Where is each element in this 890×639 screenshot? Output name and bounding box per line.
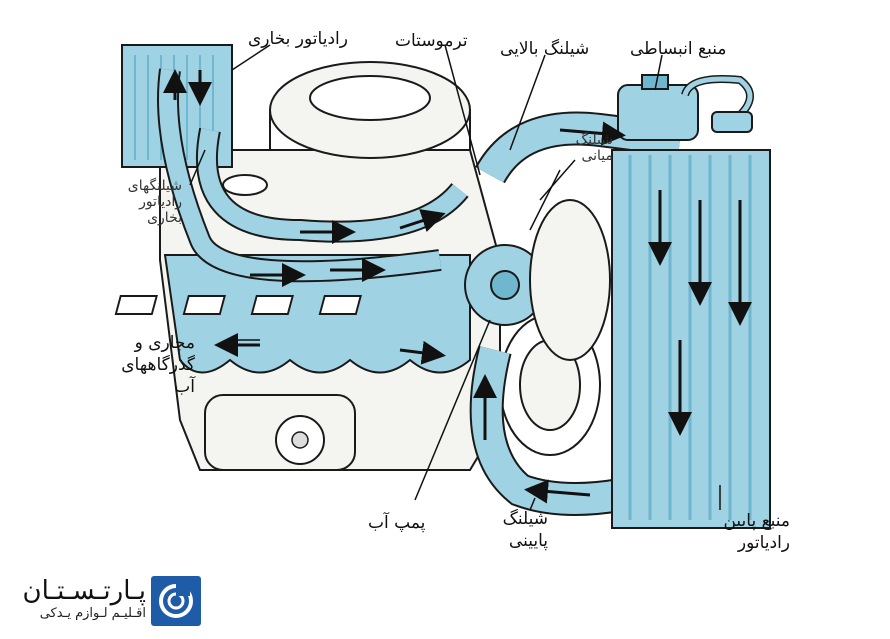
label-heater-radiator: رادیاتور بخاری	[248, 29, 348, 49]
label-lower-hose-line2: پایینی	[508, 531, 548, 551]
lower-hose	[469, 345, 623, 516]
brand-tagline: اقـلیـم لـوازم یـدکی	[39, 606, 146, 621]
label-water-passages-line3: آب	[174, 377, 195, 397]
label-lower-hose-line1: شیلنگ	[502, 509, 548, 529]
label-middle-hose: شیلنگ میانی	[555, 132, 613, 164]
label-water-passages: مجاری و گذرگاههای آب	[95, 332, 195, 398]
label-upper-hose: شیلنگ بالایی	[500, 39, 590, 59]
flow-arrow	[399, 209, 446, 232]
brand-logo-block: پـارتـسـتـان اقـلیـم لـوازم یـدکی	[6, 572, 206, 634]
flow-arrow	[399, 340, 446, 365]
label-water-passages-line2: گذرگاههای	[121, 355, 195, 375]
label-heater-hoses-line1: شیلنگهای	[127, 178, 182, 194]
leader-lines	[189, 44, 721, 511]
label-heater-hoses-line2: رادیاتور	[139, 194, 182, 210]
fan-pulley	[499, 199, 611, 456]
label-heater-hoses: شیلنگهای رادیاتور بخاری	[100, 178, 182, 226]
label-water-passages-line1: مجاری و	[134, 333, 195, 353]
label-middle-hose-line1: شیلنگ	[575, 132, 613, 148]
label-lower-tank-line2: رادیاتور	[737, 533, 790, 553]
label-middle-hose-line2: میانی	[581, 148, 613, 164]
flow-arrow	[524, 479, 591, 504]
water-jacket	[114, 254, 471, 374]
upper-hose	[475, 111, 683, 184]
label-thermostat: ترموستات	[395, 31, 468, 51]
brand-logo-icon	[151, 576, 201, 626]
label-water-pump: پمپ آب	[368, 513, 426, 533]
flow-arrows	[163, 69, 752, 504]
radiator	[611, 74, 771, 529]
flow-arrow	[559, 121, 626, 146]
label-expansion-tank: منبع انبساطی	[630, 39, 727, 59]
label-heater-hoses-line3: بخاری	[147, 210, 182, 226]
label-lower-tank-line1: منبع پایین	[723, 511, 790, 531]
label-lower-tank: منبع پایین رادیاتور	[690, 510, 790, 554]
label-lower-hose: شیلنگ پایینی	[488, 508, 548, 552]
brand-name: پـارتـسـتـان	[22, 576, 146, 606]
